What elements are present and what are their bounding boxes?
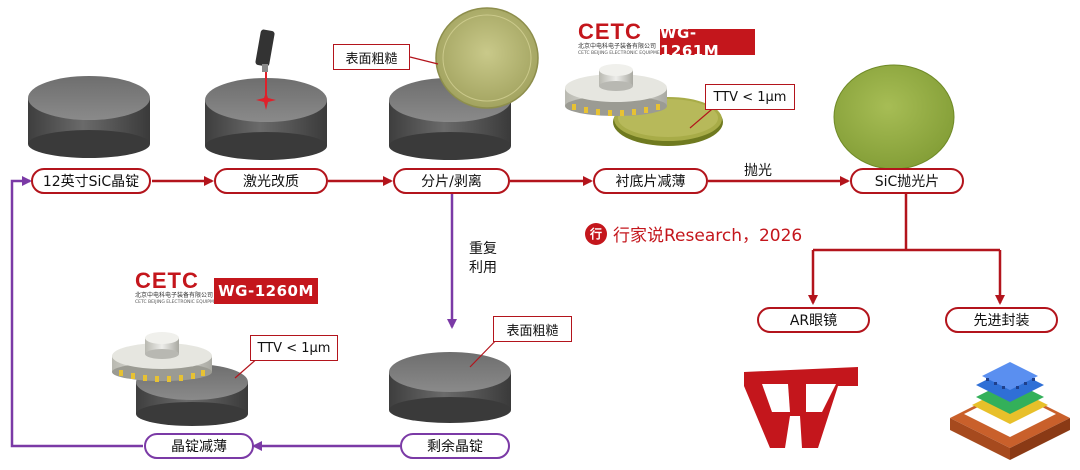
laser-spark-icon xyxy=(256,92,276,110)
cetc-company-name: 北京中电科电子装备有限公司 xyxy=(578,43,657,50)
model-badge-bottom: WG-1260M xyxy=(214,278,318,304)
edge-label-reuse: 重复利用 xyxy=(469,241,497,276)
node-split-peel: 分片/剥离 xyxy=(393,168,510,194)
brand-watermark: 行 行家说Research，2026 xyxy=(585,221,802,246)
node-ar-glasses: AR眼镜 xyxy=(757,307,870,333)
model-badge-top: WG-1261M xyxy=(660,24,755,60)
cetc-company-name-en: CETC BEIJING ELECTRONIC EQUIPMENT CO.,LT… xyxy=(135,300,244,305)
cetc-logo-text: CETC xyxy=(578,19,642,44)
thinning-machine-top xyxy=(565,64,723,146)
callout-rough-bottom: 表面粗糙 xyxy=(493,316,572,342)
polished-wafer-image xyxy=(833,64,955,170)
arrow-polished-applications xyxy=(808,194,1005,305)
arrow-ingot-thinning-return xyxy=(10,176,143,448)
node-laser-modification: 激光改质 xyxy=(214,168,328,194)
callout-ttv-bottom: TTV < 1μm xyxy=(250,335,338,361)
laser-head-icon xyxy=(255,29,275,72)
node-substrate-thinning: 衬底片减薄 xyxy=(593,168,708,194)
brand-text: 行家说Research，2026 xyxy=(613,226,803,246)
cetc-logo-bottom: CETC 北京中电科电子装备有限公司 CETC BEIJING ELECTRON… xyxy=(135,270,243,306)
advanced-packaging-icon xyxy=(950,362,1070,460)
node-sic-ingot: 12英寸SiC晶锭 xyxy=(31,168,151,194)
cetc-company-name: 北京中电科电子装备有限公司 xyxy=(135,292,214,299)
ar-glasses-icon xyxy=(744,367,858,448)
cetc-logo-text: CETC xyxy=(135,268,199,293)
cetc-logo-top: CETC 北京中电科电子装备有限公司 CETC BEIJING ELECTRON… xyxy=(578,21,686,57)
node-polished-wafer: SiC抛光片 xyxy=(850,168,964,194)
cetc-company-name-en: CETC BEIJING ELECTRONIC EQUIPMENT CO.,LT… xyxy=(578,51,687,56)
brand-logo-icon: 行 xyxy=(585,222,607,245)
split-ingot-image xyxy=(389,7,539,160)
thinning-machine-bottom xyxy=(112,332,248,426)
node-ingot-thinning: 晶锭减薄 xyxy=(144,433,254,459)
remaining-ingot-image xyxy=(389,352,511,423)
ingot-image-1 xyxy=(28,76,150,158)
edge-label-polish: 抛光 xyxy=(744,163,772,179)
laser-ingot-image xyxy=(205,29,327,160)
callout-line-rough-top xyxy=(409,56,439,65)
callout-rough-top: 表面粗糙 xyxy=(333,44,410,70)
node-remaining-ingot: 剩余晶锭 xyxy=(400,433,510,459)
callout-ttv-top: TTV < 1μm xyxy=(705,84,795,110)
node-advanced-packaging: 先进封装 xyxy=(945,307,1058,333)
